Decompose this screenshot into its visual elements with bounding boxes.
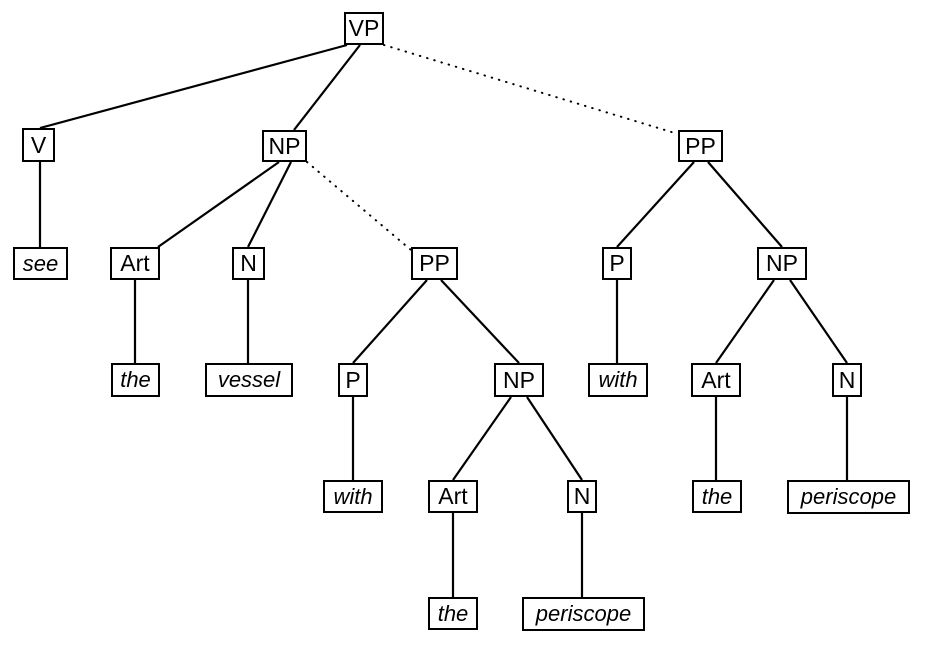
category-node-n_right: N bbox=[832, 363, 862, 397]
leaf-node-the_right: the bbox=[692, 480, 742, 513]
category-node-pp_right: PP bbox=[678, 130, 723, 162]
leaf-node-with_mid: with bbox=[323, 480, 383, 513]
leaf-node-the1: the bbox=[111, 363, 160, 397]
tree-edge-pp_mid-to-np_mid bbox=[440, 279, 520, 364]
leaf-node-the_mid: the bbox=[428, 597, 478, 630]
tree-edge-np_mid-to-art_mid bbox=[452, 396, 512, 481]
tree-edge-np1-to-art1 bbox=[157, 161, 280, 248]
leaf-node-persc_right: periscope bbox=[787, 480, 910, 514]
tree-edge-np_right-to-art_right bbox=[715, 279, 775, 364]
tree-edge-vp-to-np1 bbox=[293, 44, 361, 131]
tree-edge-vp-to-v bbox=[39, 43, 348, 130]
category-node-np_mid: NP bbox=[494, 363, 544, 397]
category-node-n1: N bbox=[232, 247, 265, 280]
tree-edge-pp_right-to-p_right bbox=[616, 161, 695, 248]
leaf-node-see: see bbox=[13, 247, 68, 280]
tree-edge-np_right-to-n_right bbox=[789, 279, 848, 364]
leaf-node-persc_mid: periscope bbox=[522, 597, 645, 631]
category-node-art_mid: Art bbox=[428, 480, 478, 513]
category-node-n_mid: N bbox=[567, 480, 597, 513]
leaf-node-with_right: with bbox=[588, 363, 648, 397]
category-node-pp_mid: PP bbox=[411, 247, 458, 280]
leaf-node-vessel: vessel bbox=[205, 363, 293, 397]
category-node-p_mid: P bbox=[338, 363, 368, 397]
category-node-art_right: Art bbox=[691, 363, 741, 397]
tree-edge-vp-to-pp_right bbox=[383, 44, 679, 135]
category-node-art1: Art bbox=[110, 247, 160, 280]
category-node-v: V bbox=[22, 128, 55, 162]
tree-edge-pp_right-to-np_right bbox=[707, 161, 783, 248]
category-node-np_right: NP bbox=[757, 247, 807, 280]
tree-edge-np1-to-n1 bbox=[247, 161, 292, 248]
tree-edge-pp_mid-to-p_mid bbox=[352, 279, 428, 364]
category-node-p_right: P bbox=[602, 247, 632, 280]
tree-edge-np1-to-pp_mid bbox=[306, 161, 412, 251]
tree-edge-np_mid-to-n_mid bbox=[526, 396, 583, 481]
category-node-np1: NP bbox=[262, 130, 307, 162]
category-node-vp: VP bbox=[344, 12, 384, 45]
